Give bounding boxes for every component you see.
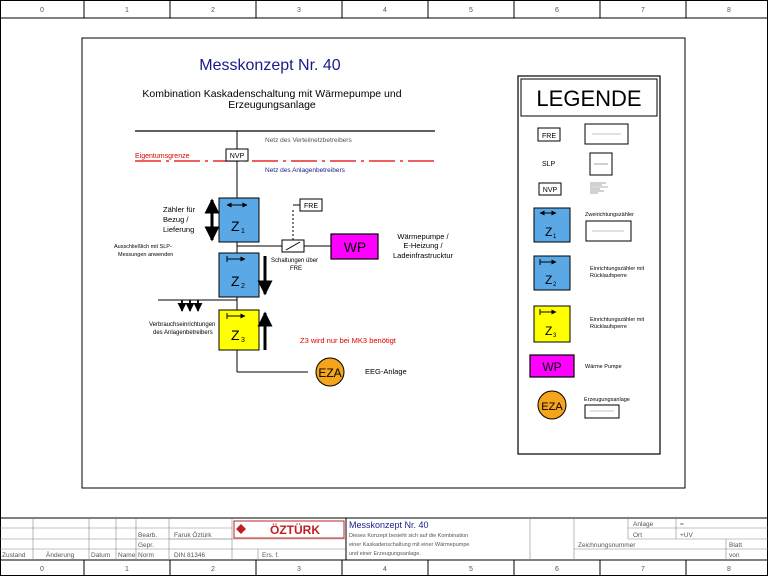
- consumer-note: des Anlagenbetreibers: [153, 330, 213, 336]
- col-label-top: 7: [641, 7, 645, 14]
- col-label-top: 2: [211, 7, 215, 14]
- svg-text:SLP: SLP: [542, 161, 556, 168]
- svg-text:Änderung: Änderung: [46, 551, 75, 559]
- svg-text:Wärme Pumpe: Wärme Pumpe: [585, 364, 622, 370]
- col-label-bottom: 5: [469, 566, 473, 573]
- svg-text:2: 2: [553, 282, 557, 288]
- col-label-bottom: 4: [383, 566, 387, 573]
- svg-text:+UV: +UV: [680, 532, 693, 539]
- svg-text:WP: WP: [542, 360, 561, 374]
- doc-title: Messkonzept Nr. 40: [349, 520, 429, 530]
- svg-text:und einer Erzeugungsanlage.: und einer Erzeugungsanlage.: [349, 551, 421, 557]
- svg-text:Z: Z: [231, 273, 240, 289]
- col-label-bottom: 7: [641, 566, 645, 573]
- svg-text:Datum: Datum: [91, 552, 110, 559]
- col-label-bottom: 3: [297, 566, 301, 573]
- svg-text:Ers. f.: Ers. f.: [262, 552, 279, 559]
- logo-text: ÖZTÜRK: [270, 522, 320, 537]
- svg-text:Faruk Öztürk: Faruk Öztürk: [174, 531, 212, 539]
- col-label-bottom: 6: [555, 566, 559, 573]
- col-label-bottom: 1: [125, 566, 129, 573]
- meter-z3: Z 3: [218, 309, 260, 351]
- svg-text:Z: Z: [545, 324, 552, 338]
- z3-note: Z3 wird nur bei MK3 benötigt: [300, 336, 397, 345]
- meter-note: Lieferung: [163, 225, 194, 234]
- svg-text:3: 3: [241, 337, 245, 344]
- svg-text:DIN 81346: DIN 81346: [174, 552, 205, 559]
- diagram-subtitle: Erzeugungsanlage: [228, 99, 316, 111]
- meter-z2: Z 2: [218, 252, 260, 298]
- svg-text:EZA: EZA: [541, 401, 563, 413]
- svg-text:Bearb.: Bearb.: [138, 532, 157, 539]
- col-label-bottom: 8: [727, 566, 731, 573]
- meter-z1: Z 1: [218, 197, 260, 243]
- svg-text:1: 1: [241, 228, 245, 235]
- col-label-top: 3: [297, 7, 301, 14]
- wp-desc: Wärmepumpe /: [397, 232, 449, 241]
- title-block: Bearb. Faruk Öztürk Gepr. Norm DIN 81346…: [0, 517, 768, 560]
- svg-text:Dieses Konzept besieht sich au: Dieses Konzept besieht sich auf die Komb…: [349, 533, 468, 539]
- wp-desc: Ladeinfrastrucktur: [393, 251, 454, 260]
- svg-text:Zeichnungsnummer: Zeichnungsnummer: [578, 542, 636, 549]
- svg-text:Gepr.: Gepr.: [138, 542, 154, 549]
- svg-text:Norm: Norm: [138, 552, 154, 559]
- svg-text:Rücklaufsperre: Rücklaufsperre: [590, 273, 627, 279]
- legend-title: LEGENDE: [536, 86, 641, 111]
- eza-label: EZA: [318, 366, 341, 380]
- svg-text:Ort: Ort: [633, 532, 642, 539]
- slp-note: Ausschließlich mit SLP-: [114, 244, 172, 250]
- svg-text:Z: Z: [545, 273, 552, 287]
- col-label-top: 5: [469, 7, 473, 14]
- svg-text:NVP: NVP: [543, 187, 558, 194]
- col-label-top: 1: [125, 7, 129, 14]
- col-label-bottom: 0: [40, 566, 44, 573]
- svg-text:Einrichtungszähler mit: Einrichtungszähler mit: [590, 317, 645, 323]
- slp-note: Messungen anwenden: [118, 252, 173, 258]
- col-label-bottom: 2: [211, 566, 215, 573]
- svg-text:Erzeugungsanlage: Erzeugungsanlage: [584, 397, 630, 403]
- nvp-label: NVP: [230, 153, 245, 160]
- col-label-top: 8: [727, 7, 731, 14]
- svg-text:Z: Z: [231, 218, 240, 234]
- eeg-label: EEG-Anlage: [365, 367, 407, 376]
- svg-text:von: von: [729, 552, 740, 559]
- wp-label: WP: [344, 239, 367, 255]
- svg-text:Zweirichtungszähler: Zweirichtungszähler: [585, 212, 634, 218]
- heat-pump-box: [330, 233, 379, 260]
- svg-text:Blatt: Blatt: [729, 542, 742, 549]
- diagram-subtitle: Kombination Kaskadenschaltung mit Wärmep…: [142, 88, 401, 100]
- ownership-label: Eigentumsgrenze: [135, 153, 190, 160]
- fre-label: FRE: [304, 203, 318, 210]
- svg-text:FRE: FRE: [542, 133, 556, 140]
- wp-desc: E-Heizung /: [403, 241, 443, 250]
- svg-text:2: 2: [241, 283, 245, 290]
- col-label-top: 4: [383, 7, 387, 14]
- svg-text:Name: Name: [118, 552, 136, 559]
- switch-note: FRE: [290, 266, 302, 272]
- company-logo: ÖZTÜRK: [233, 520, 345, 539]
- consumer-note: Verbrauchseinrichtungen: [149, 322, 215, 328]
- col-label-top: 6: [555, 7, 559, 14]
- legend-panel: LEGENDE FRE SLP NVP Z 1 Zweirichtungszäh…: [517, 75, 661, 455]
- plant-net-label: Netz des Anlagenbetreibers: [265, 167, 346, 174]
- svg-text:Anlage: Anlage: [633, 521, 654, 528]
- grid-label: Netz des Verteilnetzbetreibers: [265, 137, 352, 144]
- diagram-title: Messkonzept Nr. 40: [199, 57, 341, 74]
- svg-text:Zustand: Zustand: [2, 552, 26, 559]
- switch-note: Schaltungen über: [271, 258, 318, 264]
- meter-note: Zähler für: [163, 205, 196, 214]
- svg-text:einer Kaskadenschaltung mit ei: einer Kaskadenschaltung mit einer Wärmep…: [349, 542, 469, 548]
- col-label-top: 0: [40, 7, 44, 14]
- svg-text:3: 3: [553, 333, 557, 339]
- svg-text:Einrichtungszähler mit: Einrichtungszähler mit: [590, 266, 645, 272]
- svg-text:=: =: [680, 521, 684, 528]
- svg-text:1: 1: [553, 234, 557, 240]
- svg-text:Z: Z: [545, 225, 552, 239]
- svg-text:Z: Z: [231, 327, 240, 343]
- svg-text:Rücklaufsperre: Rücklaufsperre: [590, 324, 627, 330]
- meter-note: Bezug /: [163, 215, 189, 224]
- generation-plant-circle: [315, 357, 345, 387]
